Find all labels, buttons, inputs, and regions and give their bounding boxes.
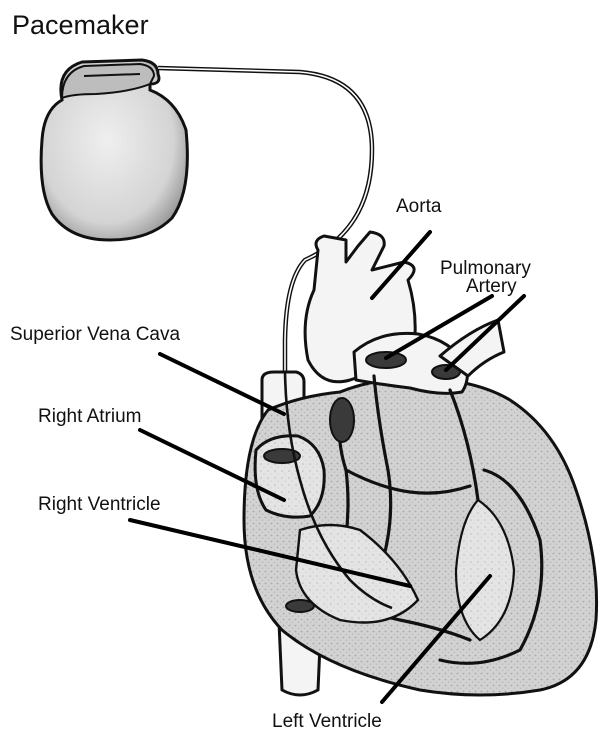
pulmonary-artery-leader-line-1 bbox=[384, 294, 494, 360]
label-right-atrium: Right Atrium bbox=[38, 406, 141, 427]
pulmonary-artery-leader-line-2 bbox=[444, 294, 526, 372]
label-superior-vena-cava: Superior Vena Cava bbox=[10, 324, 180, 345]
superior-vena-cava-leader-line bbox=[158, 352, 286, 416]
left-ventricle-leader-line bbox=[380, 574, 492, 704]
label-aorta: Aorta bbox=[396, 196, 442, 217]
heart-illustration bbox=[242, 230, 599, 697]
label-pulmonary-artery-line1: Pulmonary bbox=[440, 258, 531, 279]
pacemaker-device bbox=[39, 58, 189, 242]
label-right-ventricle: Right Ventricle bbox=[38, 494, 161, 515]
label-pulmonary-artery-line2: Artery bbox=[466, 276, 517, 297]
right-atrium-leader-line bbox=[138, 428, 286, 502]
diagram-title: Pacemaker bbox=[12, 10, 149, 40]
right-ventricle-leader-line bbox=[128, 518, 412, 588]
label-left-ventricle: Left Ventricle bbox=[272, 711, 382, 732]
aorta-leader-line bbox=[370, 230, 432, 300]
